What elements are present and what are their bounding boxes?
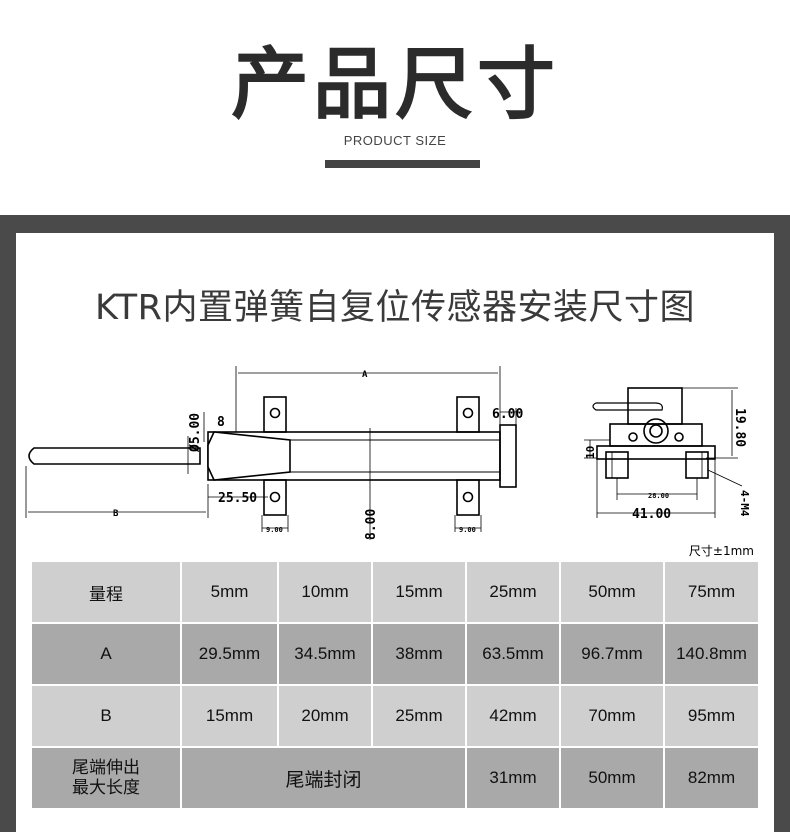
table-row: B 15mm 20mm 25mm 42mm 70mm 95mm (30, 684, 760, 748)
table-cell: 95mm (663, 684, 760, 748)
table-cell: 31mm (465, 746, 561, 810)
table-row: 尾端伸出 最大长度 尾端封闭 31mm 50mm 82mm (30, 746, 760, 810)
table-cell: 38mm (371, 622, 467, 686)
dim-a-label: A (362, 370, 368, 380)
end-view-bore-inner (649, 424, 663, 438)
end-view-base (596, 445, 716, 460)
table-cell: 70mm (559, 684, 665, 748)
mount-tab-top-right (456, 396, 480, 433)
table-cell: 50mm (559, 560, 665, 624)
dim-19-80-label: 19.80 (732, 408, 747, 447)
end-view-rod (592, 402, 663, 411)
table-cell: 15mm (180, 684, 279, 748)
header: 产品尺寸 PRODUCT SIZE (0, 0, 790, 215)
dim-8-00-label: 8.00 (364, 509, 379, 540)
row-label-line: 尾端伸出 (72, 758, 140, 777)
row-label: B (30, 684, 182, 748)
title-underline (325, 160, 480, 168)
mount-tab-top-left (263, 396, 287, 433)
table-cell: 15mm (371, 560, 467, 624)
sensor-end-cap (499, 424, 517, 488)
table-cell: 42mm (465, 684, 561, 748)
dim-8-label: 8 (217, 415, 225, 430)
row-label: A (30, 622, 182, 686)
table-cell: 75mm (663, 560, 760, 624)
table-row: 量程 5mm 10mm 15mm 25mm 50mm 75mm (30, 560, 760, 624)
table-cell: 96.7mm (559, 622, 665, 686)
merged-cell: 尾端封闭 (180, 746, 467, 810)
sensor-probe-rod (28, 447, 201, 465)
spec-table: 量程 5mm 10mm 15mm 25mm 50mm 75mm A 29.5mm… (30, 560, 760, 810)
mount-tab-bottom-left (263, 479, 287, 516)
sensor-nose (207, 431, 291, 481)
row-label: 尾端伸出 最大长度 (30, 746, 182, 810)
dim-10-label: 10 (584, 446, 597, 459)
end-view-bore-outer (643, 418, 669, 444)
dim-6-label: 6.00 (492, 407, 523, 422)
table-cell: 25mm (371, 684, 467, 748)
dim-diameter-label: Ø5.00 (188, 413, 203, 453)
dim-25-50-label: 25.50 (218, 491, 257, 506)
table-cell: 5mm (180, 560, 279, 624)
dim-thread-label: 4-M4 (738, 490, 751, 517)
table-row: A 29.5mm 34.5mm 38mm 63.5mm 96.7mm 140.8… (30, 622, 760, 686)
table-cell: 29.5mm (180, 622, 279, 686)
dim-28-label: 28.00 (648, 492, 669, 500)
dim-9-right-label: 9.00 (459, 526, 476, 534)
dim-41-label: 41.00 (632, 507, 671, 522)
table-cell: 50mm (559, 746, 665, 810)
table-cell: 20mm (277, 684, 373, 748)
table-cell: 63.5mm (465, 622, 561, 686)
page-title: 产品尺寸 (230, 40, 559, 130)
table-cell: 140.8mm (663, 622, 760, 686)
row-label-line: 最大长度 (72, 778, 140, 797)
table-cell: 25mm (465, 560, 561, 624)
dim-b-label: B (113, 509, 119, 519)
diagram-title: KTR内置弹簧自复位传感器安装尺寸图 (95, 288, 695, 328)
table-cell: 82mm (663, 746, 760, 810)
table-cell: 10mm (277, 560, 373, 624)
page-subtitle: PRODUCT SIZE (343, 133, 447, 148)
mount-tab-bottom-right (456, 479, 480, 516)
tolerance-note: 尺寸±1mm (688, 544, 754, 558)
dim-9-left-label: 9.00 (266, 526, 283, 534)
row-label: 量程 (30, 560, 182, 624)
table-cell: 34.5mm (277, 622, 373, 686)
